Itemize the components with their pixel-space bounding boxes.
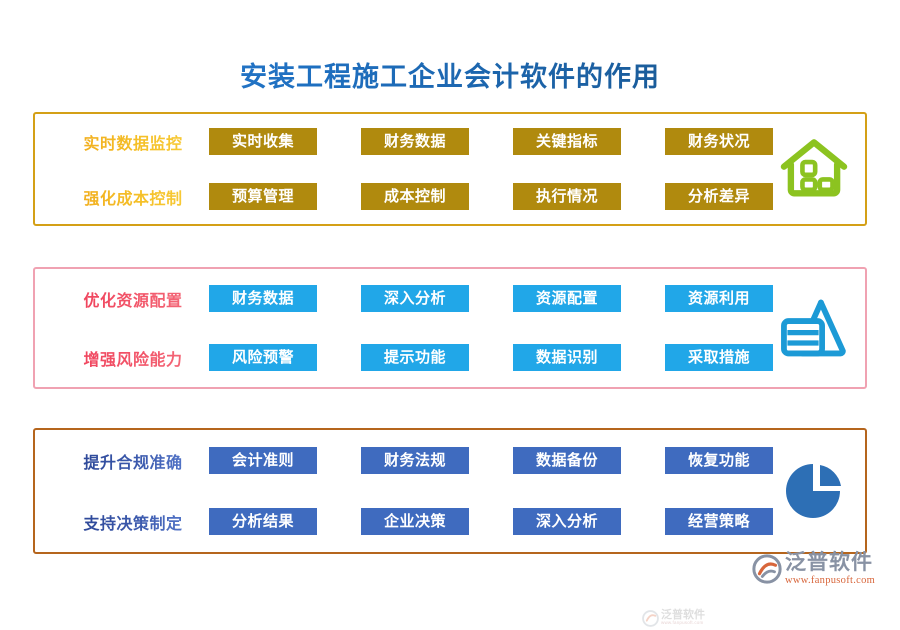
tag-chip[interactable]: 采取措施 [665, 344, 773, 371]
tag-chip[interactable]: 深入分析 [361, 285, 469, 312]
section-3-rows: 提升合规准确 会计准则 财务法规 数据备份 恢复功能 支持决策制定 分析结果 企… [35, 430, 865, 552]
tag-chip[interactable]: 经营策略 [665, 508, 773, 535]
watermark-text: 泛普软件 www.fanpusoft.com [661, 610, 705, 626]
tag-chip[interactable]: 实时收集 [209, 128, 317, 155]
section-panel-2: 优化资源配置 财务数据 深入分析 资源配置 资源利用 增强风险能力 风险预警 提… [33, 267, 867, 627]
row: 增强风险能力 风险预警 提示功能 数据识别 采取措施 [35, 328, 865, 387]
tag-chip[interactable]: 分析差异 [665, 183, 773, 210]
watermark-name: 泛普软件 [661, 609, 705, 622]
tag-group: 分析结果 企业决策 深入分析 经营策略 [209, 508, 865, 535]
row-label: 支持决策制定 [57, 510, 209, 534]
tag-chip[interactable]: 财务法规 [361, 447, 469, 474]
tag-chip[interactable]: 资源利用 [665, 285, 773, 312]
section-panel-3: 提升合规准确 会计准则 财务法规 数据备份 恢复功能 支持决策制定 分析结果 企… [33, 428, 867, 554]
row: 优化资源配置 财务数据 深入分析 资源配置 资源利用 [35, 269, 865, 328]
tag-group: 预算管理 成本控制 执行情况 分析差异 [209, 183, 865, 210]
tag-chip[interactable]: 会计准则 [209, 447, 317, 474]
tag-chip[interactable]: 恢复功能 [665, 447, 773, 474]
tag-chip[interactable]: 提示功能 [361, 344, 469, 371]
row-label: 强化成本控制 [57, 185, 209, 209]
row: 提升合规准确 会计准则 财务法规 数据备份 恢复功能 [35, 430, 865, 491]
row-label: 增强风险能力 [57, 346, 209, 370]
section-panel-1: 实时数据监控 实时收集 财务数据 关键指标 财务状况 强化成本控制 预算管理 成… [33, 112, 867, 226]
page-title: 安装工程施工企业会计软件的作用 [0, 55, 900, 94]
row: 强化成本控制 预算管理 成本控制 执行情况 分析差异 [35, 169, 865, 224]
tag-chip[interactable]: 执行情况 [513, 183, 621, 210]
brand-logo: 泛普软件 www.fanpusoft.com [752, 552, 875, 587]
tag-chip[interactable]: 财务数据 [361, 128, 469, 155]
row-label: 实时数据监控 [57, 130, 209, 154]
tag-chip[interactable]: 财务状况 [665, 128, 773, 155]
tag-chip[interactable]: 企业决策 [361, 508, 469, 535]
section-2-rows: 优化资源配置 财务数据 深入分析 资源配置 资源利用 增强风险能力 风险预警 提… [35, 269, 865, 387]
tag-chip[interactable]: 预算管理 [209, 183, 317, 210]
tag-chip[interactable]: 分析结果 [209, 508, 317, 535]
brand-name: 泛普软件 [785, 551, 873, 574]
tag-group: 实时收集 财务数据 关键指标 财务状况 [209, 128, 865, 155]
tag-group: 财务数据 深入分析 资源配置 资源利用 [209, 285, 865, 312]
tag-chip[interactable]: 资源配置 [513, 285, 621, 312]
tag-chip[interactable]: 财务数据 [209, 285, 317, 312]
tag-chip[interactable]: 关键指标 [513, 128, 621, 155]
tag-chip[interactable]: 数据识别 [513, 344, 621, 371]
brand-url: www.fanpusoft.com [785, 575, 876, 586]
tag-chip[interactable]: 数据备份 [513, 447, 621, 474]
watermark-url: www.fanpusoft.com [661, 620, 704, 626]
tag-group: 会计准则 财务法规 数据备份 恢复功能 [209, 447, 865, 474]
tag-group: 风险预警 提示功能 数据识别 采取措施 [209, 344, 865, 371]
watermark: 泛普软件 www.fanpusoft.com [642, 606, 714, 630]
section-1-rows: 实时数据监控 实时收集 财务数据 关键指标 财务状况 强化成本控制 预算管理 成… [35, 114, 865, 224]
tag-chip[interactable]: 深入分析 [513, 508, 621, 535]
row-label: 优化资源配置 [57, 287, 209, 311]
tag-chip[interactable]: 成本控制 [361, 183, 469, 210]
tag-chip[interactable]: 风险预警 [209, 344, 317, 371]
brand-logo-icon [752, 554, 782, 584]
row: 实时数据监控 实时收集 财务数据 关键指标 财务状况 [35, 114, 865, 169]
row-label: 提升合规准确 [57, 449, 209, 473]
watermark-logo-icon [642, 609, 659, 627]
row: 支持决策制定 分析结果 企业决策 深入分析 经营策略 [35, 491, 865, 552]
brand-text: 泛普软件 www.fanpusoft.com [785, 552, 875, 587]
